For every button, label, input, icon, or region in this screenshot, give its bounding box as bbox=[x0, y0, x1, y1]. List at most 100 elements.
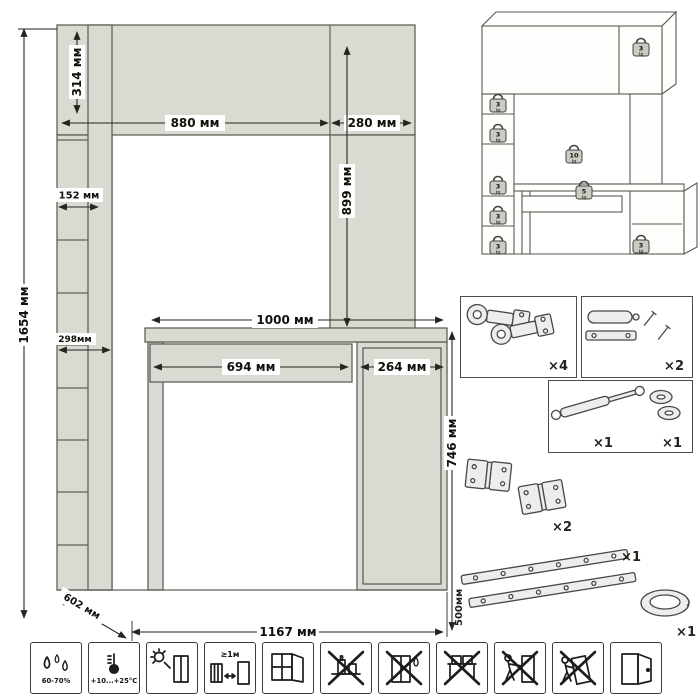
svg-text:kg: kg bbox=[496, 138, 501, 143]
care-no-wet-cleaning bbox=[378, 642, 430, 694]
slide-length-label: 500мм bbox=[454, 589, 465, 626]
svg-text:kg: kg bbox=[639, 249, 644, 254]
pedestal-door bbox=[362, 347, 442, 585]
hardware-damper-box: ×2 bbox=[581, 296, 693, 378]
svg-text:3: 3 bbox=[496, 101, 501, 109]
care-heat-distance: ≥1м bbox=[204, 642, 256, 694]
dish-icon bbox=[640, 589, 690, 617]
door-damper-icon bbox=[585, 310, 671, 341]
hardware-flap-hinges: ×2 bbox=[462, 455, 588, 539]
weight-badge: 3kg bbox=[489, 93, 507, 113]
dim-drawer-width-label: 694 мм bbox=[227, 360, 276, 374]
humidity-icon bbox=[43, 654, 68, 672]
open-door-icon bbox=[621, 653, 652, 685]
weight-badge: 3kg bbox=[489, 175, 507, 195]
desk-pedestal bbox=[356, 341, 448, 591]
schematic-desk-top bbox=[513, 183, 685, 192]
weight-badge: 3kg bbox=[632, 234, 650, 254]
dim-total-height: 1654 мм bbox=[16, 28, 57, 619]
end-caps-qty-label: ×1 bbox=[662, 436, 682, 451]
svg-text:kg: kg bbox=[496, 108, 501, 113]
care-no-tilting bbox=[552, 642, 604, 694]
schematic-top-cabinet bbox=[481, 25, 663, 95]
dim-total-height-label: 1654 мм bbox=[17, 286, 31, 343]
svg-text:3: 3 bbox=[496, 131, 501, 139]
dim-inner-height-label: 899 мм bbox=[340, 167, 354, 216]
heat-distance-label: ≥1м bbox=[221, 650, 240, 659]
no-dragging-icon bbox=[501, 650, 539, 686]
svg-text:3: 3 bbox=[639, 45, 644, 53]
dim-pedestal-width: 264 мм bbox=[360, 359, 444, 375]
schematic-cabinet-top-face bbox=[480, 11, 678, 27]
weight-badge: 3kg bbox=[489, 235, 507, 255]
dim-pedestal-width-label: 264 мм bbox=[378, 360, 427, 374]
schematic-shelf-column bbox=[481, 93, 515, 255]
gas-lift-qty-label: ×1 bbox=[593, 436, 613, 451]
dim-desk-height-label: 746 мм bbox=[445, 419, 459, 468]
dim-desk-height: 746 мм bbox=[444, 331, 460, 631]
no-tilting-icon bbox=[559, 650, 597, 686]
schematic-open-drawer bbox=[521, 195, 623, 213]
damper-qty-label: ×2 bbox=[664, 359, 684, 374]
dim-desktop-width: 1000 мм bbox=[151, 312, 444, 328]
dim-shelf-width: 152 мм bbox=[55, 188, 103, 211]
flap-hinge-qty-label: ×2 bbox=[552, 520, 572, 535]
concealed-hinge-icon bbox=[466, 303, 555, 345]
dim-total-width-label: 1167 мм bbox=[259, 625, 316, 639]
care-icon-row: 60-70% +10...+25°C bbox=[30, 642, 662, 694]
flap-hinge-icon bbox=[464, 458, 567, 515]
temperature-label: +10...+25°C bbox=[90, 677, 138, 686]
humidity-label: 60-70% bbox=[41, 677, 71, 686]
hardware-gas-lift-box: ×1 ×1 bbox=[548, 380, 693, 453]
weight-badge: 3kg bbox=[632, 37, 650, 57]
svg-text:3: 3 bbox=[639, 242, 644, 250]
slides-qty-label: ×1 bbox=[621, 550, 641, 565]
dim-top-right-width: 280 мм bbox=[331, 115, 412, 131]
hardware-hinges-box: ×4 bbox=[460, 296, 577, 378]
ventilation-icon bbox=[271, 653, 304, 683]
dim-drawer-width: 694 мм bbox=[153, 359, 349, 375]
no-solvents-icon bbox=[327, 650, 365, 686]
svg-text:kg: kg bbox=[639, 52, 644, 57]
weight-badge: 3kg bbox=[489, 123, 507, 143]
care-door-care bbox=[610, 642, 662, 694]
gas-lift-icon bbox=[550, 385, 681, 421]
hinge-qty-label: ×4 bbox=[548, 359, 568, 374]
no-overload-icon bbox=[443, 650, 481, 686]
hardware-dish: ×1 bbox=[636, 578, 698, 640]
schematic-right-panel bbox=[629, 93, 663, 185]
dim-top-height: 314 мм bbox=[69, 31, 85, 114]
weight-badge: 5kg bbox=[575, 180, 593, 200]
svg-text:3: 3 bbox=[496, 183, 501, 191]
svg-text:kg: kg bbox=[496, 190, 501, 195]
schematic-cabinet-side-face bbox=[661, 10, 677, 96]
care-temperature: +10...+25°C bbox=[88, 642, 140, 694]
sunlight-icon bbox=[150, 648, 189, 683]
temperature-icon bbox=[107, 653, 120, 675]
dim-shelf-width-label: 152 мм bbox=[59, 191, 100, 202]
svg-text:10: 10 bbox=[569, 152, 579, 160]
dimension-drawing: 1654 мм 314 мм 880 мм 280 мм bbox=[16, 24, 460, 641]
svg-text:kg: kg bbox=[582, 195, 587, 200]
dim-inner-height: 899 мм bbox=[339, 46, 355, 327]
care-no-dragging bbox=[494, 642, 546, 694]
dim-top-height-label: 314 мм bbox=[70, 48, 84, 97]
dim-desktop-width-label: 1000 мм bbox=[256, 313, 313, 327]
svg-text:kg: kg bbox=[572, 159, 577, 164]
dim-top-width: 880 мм bbox=[61, 115, 329, 131]
svg-text:3: 3 bbox=[496, 213, 501, 221]
svg-text:5: 5 bbox=[582, 188, 587, 196]
schematic-open-door bbox=[683, 182, 698, 255]
desk-top bbox=[144, 327, 448, 343]
dim-top-right-width-label: 280 мм bbox=[348, 116, 397, 130]
hardware-drawer-slides: 500мм ×1 bbox=[452, 538, 647, 638]
care-no-direct-sunlight bbox=[146, 642, 198, 694]
dim-top-width-label: 880 мм bbox=[171, 116, 220, 130]
dim-total-width: 1167 мм bbox=[131, 592, 448, 641]
svg-text:kg: kg bbox=[496, 250, 501, 255]
dim-shelf-depth: 298мм bbox=[54, 333, 111, 354]
wood-side-panel bbox=[87, 24, 113, 591]
